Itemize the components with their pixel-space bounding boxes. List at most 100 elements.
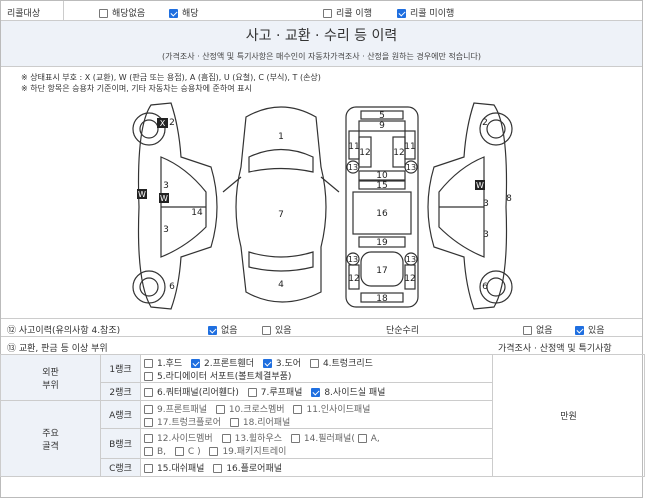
part-inside-panel-option[interactable]: 11.인사이드패널 (293, 402, 370, 415)
part-floor-panel-checkbox[interactable] (213, 464, 223, 473)
part-label-3-left-front: 3 (163, 181, 169, 191)
price-cell: 만원 (492, 354, 645, 477)
recall-row: 리콜대상 해당없음 해당 리콜 이행 리콜 미이행 (1, 1, 642, 21)
part-front-fender-checkbox[interactable] (191, 358, 201, 368)
part-package-tray-checkbox[interactable] (209, 446, 219, 456)
exchange-header-row: ⑬ 교환, 판금 등 이상 부위 가격조사 · 산정액 및 특기사항 (1, 337, 642, 355)
part-label-14-left: 14 (191, 208, 203, 218)
simple-repair-none-option[interactable]: 없음 (523, 323, 553, 336)
part-side-member-checkbox[interactable] (144, 433, 153, 443)
rankB-label: B랭크 (100, 428, 141, 459)
part-dash-panel-option[interactable]: 15.대쉬패널 (144, 461, 204, 474)
part-door-checkbox[interactable] (262, 358, 272, 368)
part-rear-panel-option[interactable]: 18.리어패널 (229, 415, 290, 428)
part-pillar-b-option[interactable]: B, (144, 446, 166, 457)
accident-none-option[interactable]: 없음 (208, 323, 238, 336)
rankA-label: A랭크 (100, 400, 141, 429)
recall-applicable-option[interactable]: 해당 (169, 6, 199, 19)
recall-done-checkbox[interactable] (323, 9, 332, 18)
part-front-panel-checkbox[interactable] (144, 404, 153, 414)
mark-w-door-right: W (476, 181, 484, 190)
part-side-sill-option[interactable]: 8.사이드실 패널 (311, 385, 385, 398)
rank2-label: 2랭크 (100, 382, 141, 401)
recall-notdone-checkbox[interactable] (397, 9, 406, 18)
part-wheel-house-option[interactable]: 13.휠하우스 (221, 431, 282, 444)
part-hood-checkbox[interactable] (144, 358, 153, 368)
part-label-3-right-rear: 3 (483, 230, 489, 240)
exchange-label: ⑬ 교환, 판금 등 이상 부위 (7, 344, 108, 354)
part-label-3-left-rear: 3 (163, 225, 169, 235)
part-rear-panel-checkbox[interactable] (229, 417, 239, 427)
recall-applicable-checkbox[interactable] (169, 9, 178, 18)
simple-repair-label: 단순수리 (386, 326, 420, 336)
part-trunk-lid-option[interactable]: 4.트렁크리드 (309, 356, 373, 369)
diagram-area: ※ 상태표시 부호 : X (교환), W (판금 또는 용접), A (흠집)… (1, 67, 642, 319)
part-pillar-panel-checkbox[interactable] (290, 433, 300, 443)
part-trunk-floor-checkbox[interactable] (144, 417, 153, 427)
part-quarter-panel-option[interactable]: 6.쿼터패널(리어휀다) (144, 385, 239, 398)
simple-repair-yes-option[interactable]: 있음 (575, 323, 605, 336)
part-quarter-panel-checkbox[interactable] (144, 388, 153, 397)
accident-yes-checkbox[interactable] (262, 326, 271, 335)
part-label-18: 18 (376, 294, 388, 304)
part-door-option[interactable]: 3.도어 (262, 356, 301, 369)
part-pillar-a-checkbox[interactable] (357, 433, 367, 443)
accident-none-checkbox[interactable] (208, 326, 217, 335)
part-dash-panel-checkbox[interactable] (144, 464, 153, 473)
part-label-1: 1 (278, 132, 284, 142)
simple-repair-yes-checkbox[interactable] (575, 326, 584, 335)
part-pillar-c-option[interactable]: C ) (174, 446, 201, 457)
rankC-items: 15.대쉬패널 16.플로어패널 (140, 458, 493, 477)
simple-repair-none-checkbox[interactable] (523, 326, 532, 335)
part-roof-panel-checkbox[interactable] (247, 388, 257, 397)
accident-yes-option[interactable]: 있음 (262, 323, 292, 336)
section-title: 사고 · 교환 · 수리 등 이력 (245, 28, 398, 44)
recall-none-option[interactable]: 해당없음 (99, 6, 145, 19)
recall-done-option[interactable]: 리콜 이행 (323, 6, 372, 19)
part-label-3-right-front: 3 (483, 199, 489, 209)
part-hood-option[interactable]: 1.후드 (144, 356, 182, 369)
part-pillar-c-checkbox[interactable] (174, 446, 184, 456)
part-front-panel-option[interactable]: 9.프론트패널 (144, 402, 207, 415)
car-diagram: X W W W 2 3 3 14 6 1 7 4 5 9 11 11 12 12 (132, 102, 513, 310)
part-wheel-house-checkbox[interactable] (221, 433, 231, 443)
recall-none-checkbox[interactable] (99, 9, 108, 18)
part-label-12-front-right: 12 (393, 148, 404, 158)
part-label-7: 7 (278, 210, 284, 220)
part-package-tray-option[interactable]: 19.패키지트레이 (209, 444, 286, 457)
part-label-13-rear-left: 13 (348, 255, 358, 264)
recall-notdone-option[interactable]: 리콜 미이행 (397, 6, 454, 19)
part-trunk-lid-checkbox[interactable] (309, 358, 319, 368)
part-label-16: 16 (376, 209, 388, 219)
part-label-12-rear-right: 12 (404, 274, 415, 284)
part-label-2-right: 2 (482, 118, 488, 128)
part-inside-panel-checkbox[interactable] (293, 404, 303, 414)
part-pillar-b-checkbox[interactable] (144, 446, 153, 456)
part-roof-panel-option[interactable]: 7.루프패널 (247, 385, 302, 398)
rank2-items: 6.쿼터패널(리어휀다) 7.루프패널 8.사이드실 패널 (140, 382, 493, 401)
price-header: 가격조사 · 산정액 및 특기사항 (498, 344, 612, 354)
part-radiator-support-option[interactable]: 5.라디에이터 서포트(볼트체결부품) (144, 369, 291, 382)
part-label-19: 19 (376, 238, 388, 248)
part-label-17: 17 (376, 266, 387, 276)
part-label-13-front-right: 13 (406, 163, 416, 172)
part-trunk-floor-option[interactable]: 17.트렁크플로어 (144, 415, 221, 428)
rankA-items: 9.프론트패널 10.크로스멤버 11.인사이드패널 17.트렁크플로어 18.… (140, 400, 493, 429)
part-pillar-panel-option[interactable]: 14.필러패널( A, (290, 431, 380, 444)
mark-w-door-left1: W (138, 190, 146, 199)
part-side-sill-checkbox[interactable] (311, 388, 321, 397)
part-label-15: 15 (376, 181, 387, 191)
rankC-label: C랭크 (100, 458, 141, 477)
part-side-member-option[interactable]: 12.사이드멤버 (144, 431, 213, 444)
accident-row: ⑫ 사고이력(유의사항 4.참조) 없음 있음 단순수리 없음 있음 (1, 319, 642, 337)
part-front-fender-option[interactable]: 2.프론트휀더 (191, 356, 254, 369)
part-floor-panel-option[interactable]: 16.플로어패널 (213, 461, 282, 474)
note-standard: ※ 하단 항목은 승용차 기준이며, 기타 자동차는 승용차에 준하여 표시 (21, 84, 252, 93)
part-label-8-right: 8 (506, 194, 512, 204)
part-label-12-rear-left: 12 (348, 274, 359, 284)
part-radiator-support-checkbox[interactable] (144, 371, 153, 381)
part-cross-member-checkbox[interactable] (215, 404, 225, 414)
part-cross-member-option[interactable]: 10.크로스멤버 (215, 402, 285, 415)
